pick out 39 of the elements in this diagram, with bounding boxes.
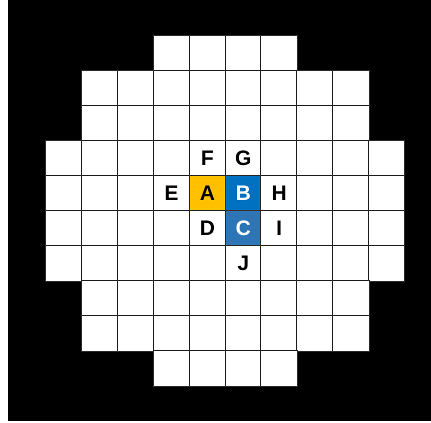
cell-letter: I xyxy=(276,218,282,239)
grid-cell xyxy=(188,280,226,316)
grid-cell xyxy=(368,210,406,246)
grid-cell xyxy=(188,210,226,246)
grid-cell xyxy=(188,245,226,282)
grid-cell xyxy=(260,350,298,386)
grid-cell xyxy=(188,315,226,352)
grid-cell xyxy=(116,315,154,352)
cell-letter: A xyxy=(200,182,215,204)
cell-letter: E xyxy=(164,182,178,204)
grid-cell xyxy=(188,35,226,72)
grid-cell xyxy=(188,140,226,176)
cell-letter: H xyxy=(272,182,287,204)
cell-letter: F xyxy=(200,148,214,169)
grid-cell xyxy=(45,175,82,212)
cell-letter: B xyxy=(236,182,251,204)
grid-cell xyxy=(45,210,82,246)
grid-cell xyxy=(368,140,406,176)
grid-cell xyxy=(332,70,370,106)
grid-cell xyxy=(152,350,190,386)
cell-letter: J xyxy=(237,252,250,274)
grid-cell xyxy=(45,245,82,282)
grid-cell xyxy=(80,315,118,352)
grid-cell xyxy=(188,350,226,386)
grid-cell xyxy=(332,280,370,316)
cell-letter: G xyxy=(235,148,252,169)
grid-cell xyxy=(296,315,334,352)
grid-cell xyxy=(260,35,298,72)
grid-cell xyxy=(224,350,262,386)
grid-cell xyxy=(45,140,82,176)
cell-letter: C xyxy=(236,218,251,239)
grid-cell xyxy=(368,175,406,212)
grid-cell xyxy=(368,245,406,282)
cell-letter: D xyxy=(200,218,215,239)
grid-cell xyxy=(188,105,226,142)
grid-cell xyxy=(332,105,370,142)
grid-cell xyxy=(332,315,370,352)
grid-cell xyxy=(188,175,226,212)
grid-cell xyxy=(188,70,226,106)
